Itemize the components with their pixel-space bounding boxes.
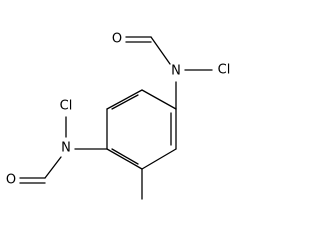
atom-o-top: O (112, 32, 122, 47)
ring-bond-1 (141, 89, 177, 110)
left-formamide-group: Cl N O (6, 99, 108, 188)
atom-cl-top: Cl (218, 63, 231, 78)
structure-diagram: O N Cl Cl N O (6, 32, 230, 200)
n-top-to-carbonyl-bond (150, 36, 171, 65)
atom-cl-left: Cl (60, 99, 73, 114)
ring-bond-3 (141, 148, 177, 170)
atom-n-top: N (171, 64, 181, 79)
benzene-ring (106, 89, 177, 170)
ring-bond-6 (106, 89, 143, 110)
ring-double-bond-inner-3 (111, 94, 139, 110)
ring-bond-4 (106, 148, 143, 170)
atom-o-left: O (6, 173, 16, 188)
atom-n-left: N (61, 141, 71, 156)
n-left-to-carbonyl-bond (44, 156, 62, 179)
ring-double-bond-inner-2 (111, 148, 139, 165)
top-formamide-group: O N Cl (112, 32, 230, 110)
